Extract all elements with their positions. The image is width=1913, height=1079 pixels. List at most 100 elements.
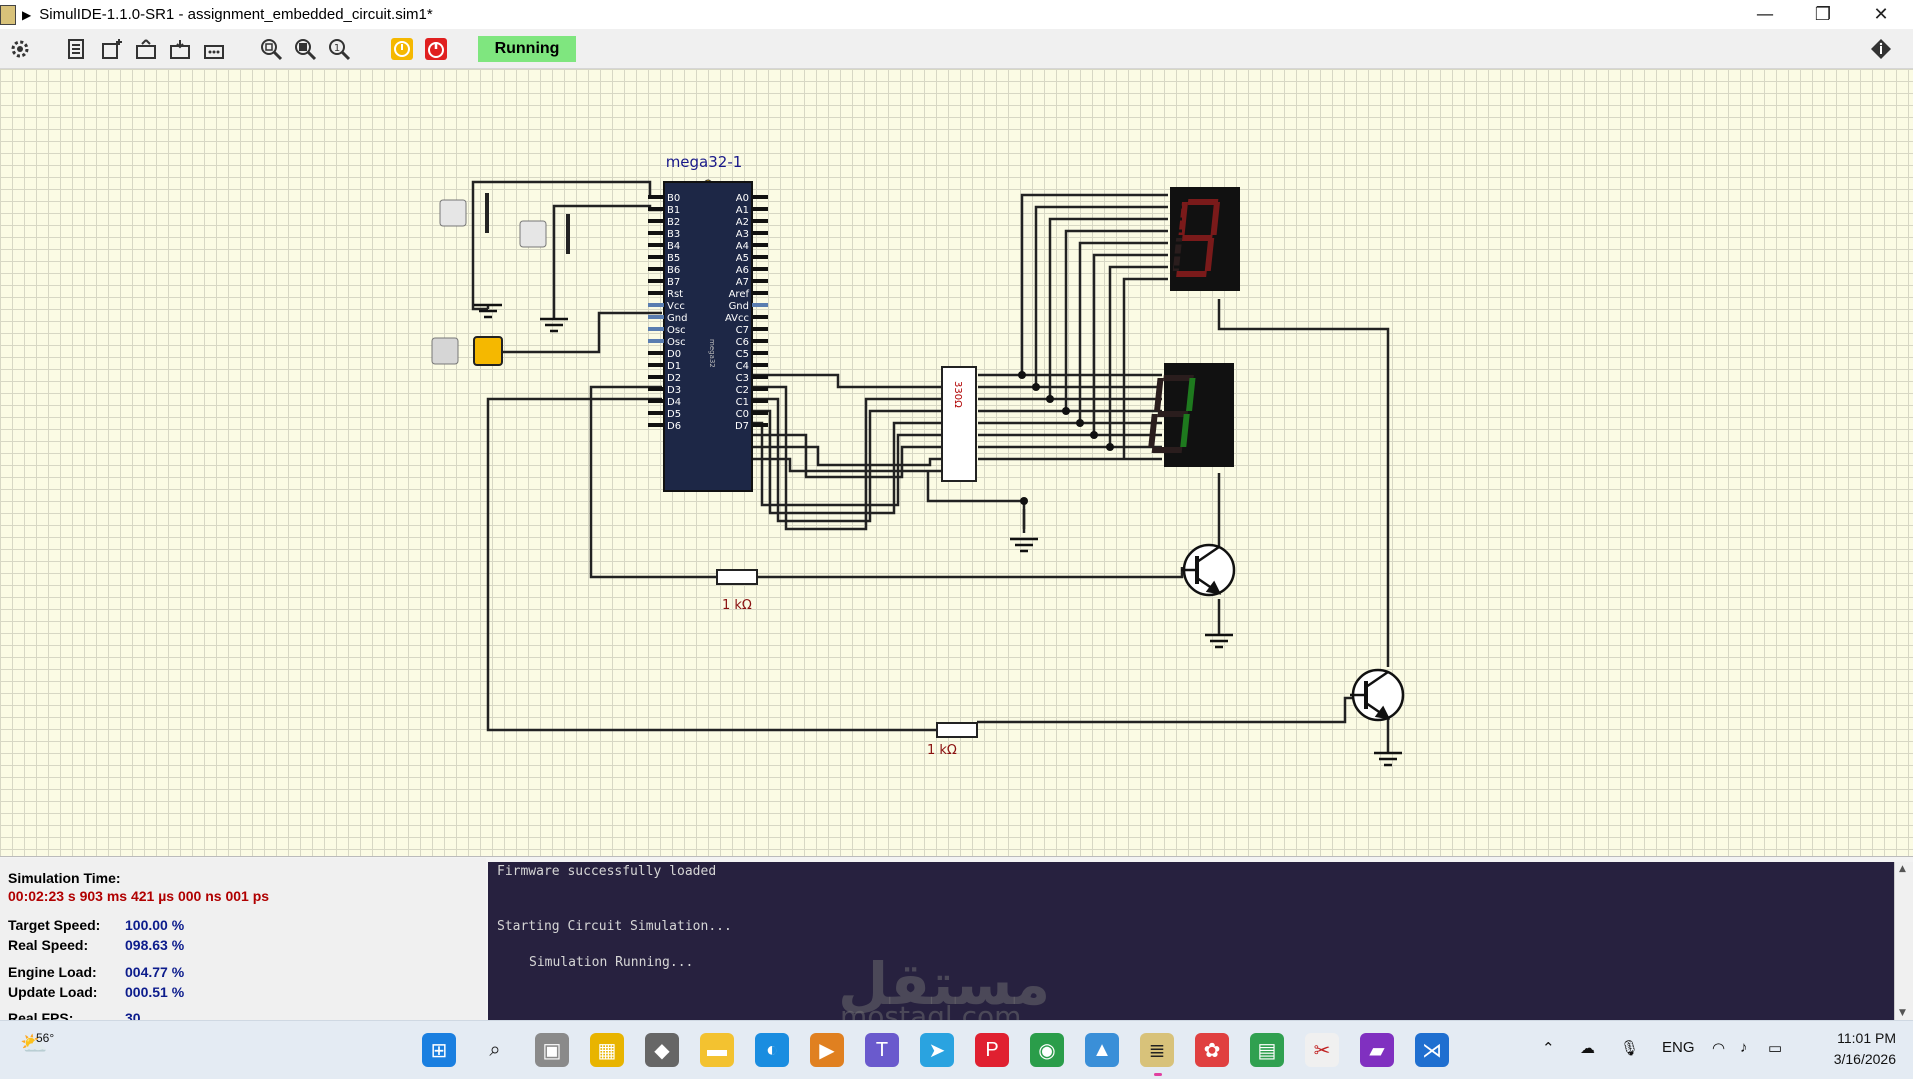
mcu-pin-label: A3 [736, 229, 749, 240]
mcu-pin-label: A4 [736, 241, 749, 252]
save-as-icon[interactable] [201, 36, 227, 62]
simulation-status-badge: Running [478, 36, 576, 62]
gear-icon[interactable] [7, 36, 33, 62]
search-icon[interactable]: ⌕ [489, 1038, 501, 1061]
segment-b [1210, 202, 1221, 235]
engine-load-label: Engine Load: [8, 964, 97, 980]
app-icon[interactable]: ◆ [645, 1033, 679, 1067]
segment-g [1181, 235, 1213, 241]
store-icon[interactable]: ▦ [590, 1033, 624, 1067]
sim-time-label: Simulation Time: [8, 870, 121, 886]
clock-time[interactable]: 11:01 PM [1837, 1030, 1896, 1046]
zoom-fit-icon[interactable] [258, 36, 284, 62]
mcu-pin-label: B5 [667, 253, 680, 264]
file-list-icon[interactable] [64, 36, 90, 62]
push-button-1[interactable] [439, 193, 489, 233]
scroll-down-icon[interactable]: ▼ [1899, 1008, 1906, 1018]
segment-a [1187, 199, 1219, 205]
telegram-icon[interactable]: ➤ [920, 1033, 954, 1067]
battery-icon[interactable]: ▭ [1768, 1040, 1783, 1057]
resistor-2-label: 1 kΩ [927, 743, 957, 758]
output-console[interactable]: Firmware successfully loaded Starting Ci… [488, 862, 1894, 1020]
sheets-icon[interactable]: ▤ [1250, 1033, 1284, 1067]
mcu-pin-label: Osc [667, 337, 686, 348]
segment-d [1176, 271, 1207, 277]
cloud-icon[interactable]: ☁ [1580, 1040, 1595, 1057]
save-icon[interactable] [167, 36, 193, 62]
ground-symbols [474, 303, 1402, 767]
resistor-2[interactable]: 1 kΩ [927, 722, 978, 758]
title-bar: ▶ SimulIDE-1.1.0-SR1 - assignment_embedd… [0, 0, 1913, 29]
mcu-pin-label: Rst [667, 289, 683, 300]
volume-icon[interactable]: ♪ [1740, 1039, 1748, 1056]
snipping-tool-icon[interactable]: ✂ [1305, 1033, 1339, 1067]
transistor-1[interactable] [1181, 543, 1236, 597]
maximize-button[interactable]: ❐ [1814, 4, 1832, 25]
pause-icon[interactable] [389, 36, 415, 62]
media-player-icon[interactable]: ▶ [810, 1033, 844, 1067]
photos-icon[interactable]: ▲ [1085, 1033, 1119, 1067]
scroll-up-icon[interactable]: ▲ [1899, 864, 1906, 874]
mcu-pin-label: B0 [667, 193, 680, 204]
mcu-pin-label: B7 [667, 277, 680, 288]
seven-segment-display-2[interactable] [1148, 363, 1234, 467]
transistor-2[interactable] [1350, 668, 1405, 722]
mcu-pin-label: D0 [667, 349, 681, 360]
resistor-array[interactable]: 330Ω [941, 366, 977, 482]
wifi-icon[interactable]: ◠ [1712, 1040, 1726, 1057]
folder-icon[interactable]: ▬ [700, 1033, 734, 1067]
clock-date[interactable]: 3/16/2026 [1833, 1051, 1896, 1067]
mcu-pin-label: C5 [736, 349, 749, 360]
mcu-pin-label: D6 [667, 421, 681, 432]
console-line: Starting Circuit Simulation... [497, 919, 732, 934]
mcu-pin-label: D4 [667, 397, 681, 408]
mcu-pin-label: A0 [736, 193, 749, 204]
close-button[interactable]: ✕ [1873, 4, 1889, 25]
zoom-one-label: 1 [334, 43, 340, 54]
language-indicator[interactable]: ENG [1662, 1039, 1695, 1056]
reset-button[interactable] [431, 336, 503, 366]
mcu-pin-label: A7 [736, 277, 749, 288]
mcu-pin-label: A1 [736, 205, 749, 216]
mcu-pin-label: A2 [736, 217, 749, 228]
power-icon[interactable] [423, 36, 449, 62]
chrome-icon[interactable]: ◉ [1030, 1033, 1064, 1067]
mcu-mega32[interactable]: mega32-1 B0B1B2B3B4B5B6B7RstVccGndOscOsc… [648, 153, 768, 492]
info-icon[interactable] [1868, 36, 1894, 62]
mcu-pin-label: Vcc [667, 301, 685, 312]
simulide-icon[interactable]: ≣ [1140, 1033, 1174, 1067]
mcu-pin-label: A6 [736, 265, 749, 276]
task-view-icon[interactable]: ▣ [535, 1033, 569, 1067]
seven-segment-display-1[interactable] [1170, 187, 1240, 291]
resistor-1[interactable]: 1 kΩ [716, 569, 758, 613]
new-circuit-icon[interactable] [99, 36, 125, 62]
clipchamp-icon[interactable]: ▰ [1360, 1033, 1394, 1067]
vscode-icon[interactable]: ⋊ [1415, 1033, 1449, 1067]
zoom-one-icon[interactable]: 1 [326, 36, 352, 62]
minimize-button[interactable]: — [1756, 4, 1774, 25]
mcu-pin-label: D5 [667, 409, 681, 420]
edge-icon[interactable]: ◐ [755, 1033, 789, 1067]
push-button-2[interactable] [519, 214, 570, 254]
real-fps-label: Real FPS: [8, 1010, 74, 1020]
segment-f [1154, 378, 1164, 411]
window-title: SimulIDE-1.1.0-SR1 - assignment_embedded… [39, 6, 433, 23]
circuit-drawing: mega32-1 B0B1B2B3B4B5B6B7RstVccGndOscOsc… [431, 153, 1405, 767]
weather-icon[interactable]: ⛅ [20, 1031, 48, 1056]
show-hidden-icons[interactable]: ⌃ [1542, 1040, 1555, 1057]
mcu-pin-label: C4 [736, 361, 749, 372]
mcu-chip-label: mega32 [708, 339, 716, 368]
start-icon[interactable]: ⊞ [422, 1033, 456, 1067]
open-icon[interactable] [133, 36, 159, 62]
pinterest-icon[interactable]: P [975, 1033, 1009, 1067]
teams-icon[interactable]: T [865, 1033, 899, 1067]
mcu-pin-label: B3 [667, 229, 680, 240]
segment-d [1151, 447, 1183, 453]
console-scrollbar[interactable]: ▲ ▼ [1894, 862, 1913, 1020]
mic-muted-icon[interactable]: 🎙 [1620, 1040, 1640, 1057]
recorder-icon[interactable]: ✿ [1195, 1033, 1229, 1067]
zoom-area-icon[interactable] [292, 36, 318, 62]
mcu-pin-label: C1 [736, 397, 749, 408]
real-speed-value: 098.63 % [125, 937, 185, 953]
